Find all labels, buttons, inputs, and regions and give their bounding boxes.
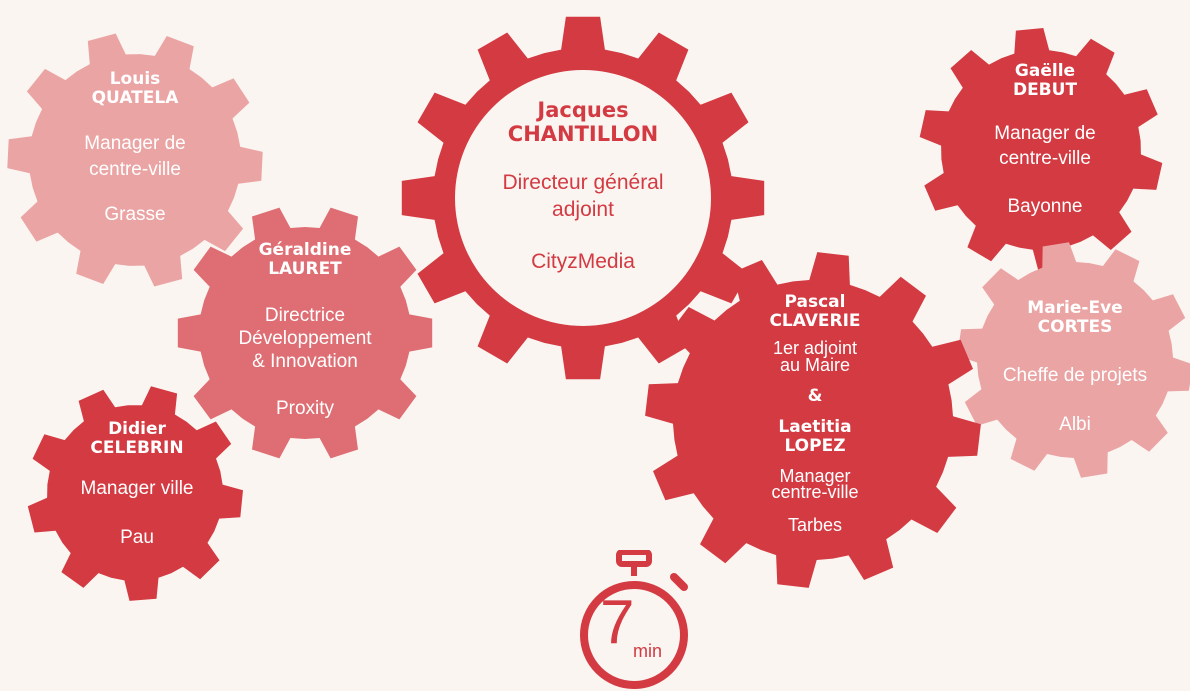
speaker-city: Grasse [104,204,166,226]
speaker-role-2-line-1: Manager [779,465,851,486]
speaker-card-geraldine: Géraldine LAURET Directrice Développemen… [195,241,415,420]
speaker-city: Bayonne [1007,196,1083,218]
speaker-role-line-1: Cheffe de projets [1002,365,1148,387]
gear-body [27,386,243,601]
speaker-last-name: LAURET [268,258,342,279]
gear-gaelle-debut-icon [919,28,1163,272]
speaker-role-1-line-1: 1er adjoint [772,338,858,359]
speaker-last-name: QUATELA [91,87,179,108]
speaker-card-marie-eve: Marie-Eve CORTES Cheffe de projets Albi [975,299,1175,436]
speaker-last-name: CELEBRIN [90,437,184,458]
speaker-role-line-2: adjoint [552,197,614,221]
speaker-first-name: Didier [108,419,166,439]
speaker-first-name: Marie-Eve [1027,298,1123,318]
speaker-role-line-1: Manager de [994,123,1096,145]
speaker-card-jacques: Jacques CHANTILLON Directeur général adj… [453,98,713,275]
gear-body [919,28,1163,272]
speaker-role-line-1: Directrice [264,305,346,327]
gear-didier-celebrin-icon [27,386,243,601]
speaker-last-name: CORTES [1037,316,1113,337]
speaker-role-line-3: & Innovation [252,351,358,373]
speaker-role-2-line-2: centre-ville [771,482,859,502]
gear-jacques-chantillon-icon [401,16,765,380]
speaker-card-gaelle: Gaëlle DEBUT Manager de centre-ville Bay… [950,62,1140,218]
speaker-first-name-1: Pascal [784,292,846,312]
speaker-city: Albi [1059,414,1091,436]
speaker-last-name-1: CLAVERIE [769,310,861,331]
gear-pascal-laetitia-icon [645,252,981,588]
gear-geraldine-lauret-icon [177,207,433,459]
speaker-first-name: Géraldine [258,240,352,260]
speaker-company: CityzMedia [531,249,635,273]
speaker-city: Tarbes [787,515,843,536]
speaker-card-didier: Didier CELEBRIN Manager ville Pau [42,420,232,549]
speaker-last-name: CHANTILLON [507,122,659,147]
gear-body [957,242,1190,478]
speaker-first-name: Jacques [537,98,629,122]
speaker-role-line-1: Directeur général [502,171,664,195]
gear-body [645,252,981,588]
speaker-role-line-2: Développement [238,328,372,350]
timer-unit: min [633,641,663,661]
speaker-city: Pau [120,527,154,549]
speaker-role-line-1: Manager ville [80,478,194,500]
gear-louis-quatela-icon [7,33,263,287]
gear-body [7,33,263,287]
speaker-card-louis: Louis QUATELA Manager de centre-ville Gr… [40,70,230,226]
speaker-company: Proxity [275,398,335,420]
speaker-role-line-2: centre-ville [89,159,181,181]
speaker-last-name-2: LOPEZ [784,436,846,457]
gear-hub [455,70,711,326]
speaker-last-name: DEBUT [1012,79,1078,100]
speaker-first-name: Gaëlle [1014,61,1076,81]
speaker-role-line-1: Manager de [84,133,186,155]
conjunction-ampersand: & [807,385,823,406]
speaker-role-1-line-2: au Maire [779,354,851,375]
gear-marie-eve-cortes-icon [957,242,1190,478]
gear-body [177,207,433,459]
speaker-first-name: Louis [109,69,161,89]
timer-value: 7 [600,588,635,657]
stopwatch-icon [580,550,688,689]
speaker-card-pascal-laetitia: Pascal CLAVERIE 1er adjoint au Maire & L… [715,293,915,536]
speaker-first-name-2: Laetitia [778,417,852,438]
speaker-role-line-2: centre-ville [999,148,1091,170]
